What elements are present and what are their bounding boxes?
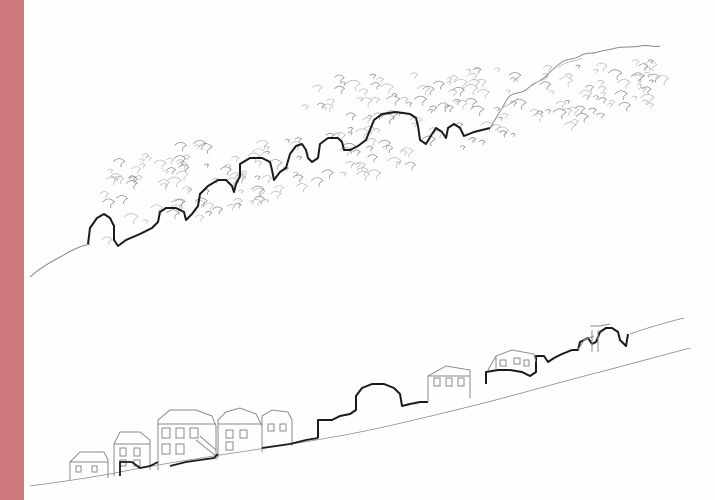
foliage-texture: [99, 59, 670, 245]
upper-treeline: [489, 44, 661, 129]
hillside-houses-sketch-icon: [29, 317, 691, 487]
upper-rooftop-silhouette: [87, 111, 491, 247]
sketch-canvas: [24, 0, 715, 500]
hillside-silhouette-sketch-icon: [29, 44, 670, 278]
house-right: [487, 349, 537, 371]
house-cluster-left: [69, 407, 293, 480]
lower-left-silhouette: [119, 437, 319, 476]
lower-skyline-silhouette: [317, 327, 629, 438]
lower-top-slope: [629, 317, 685, 335]
side-color-bar: [0, 0, 24, 500]
lower-ground-line: [29, 347, 691, 487]
house-mid: [427, 365, 471, 402]
house-far-right: [577, 323, 611, 352]
upper-ground-line: [29, 243, 91, 278]
upper-treeline-2: [499, 57, 583, 111]
